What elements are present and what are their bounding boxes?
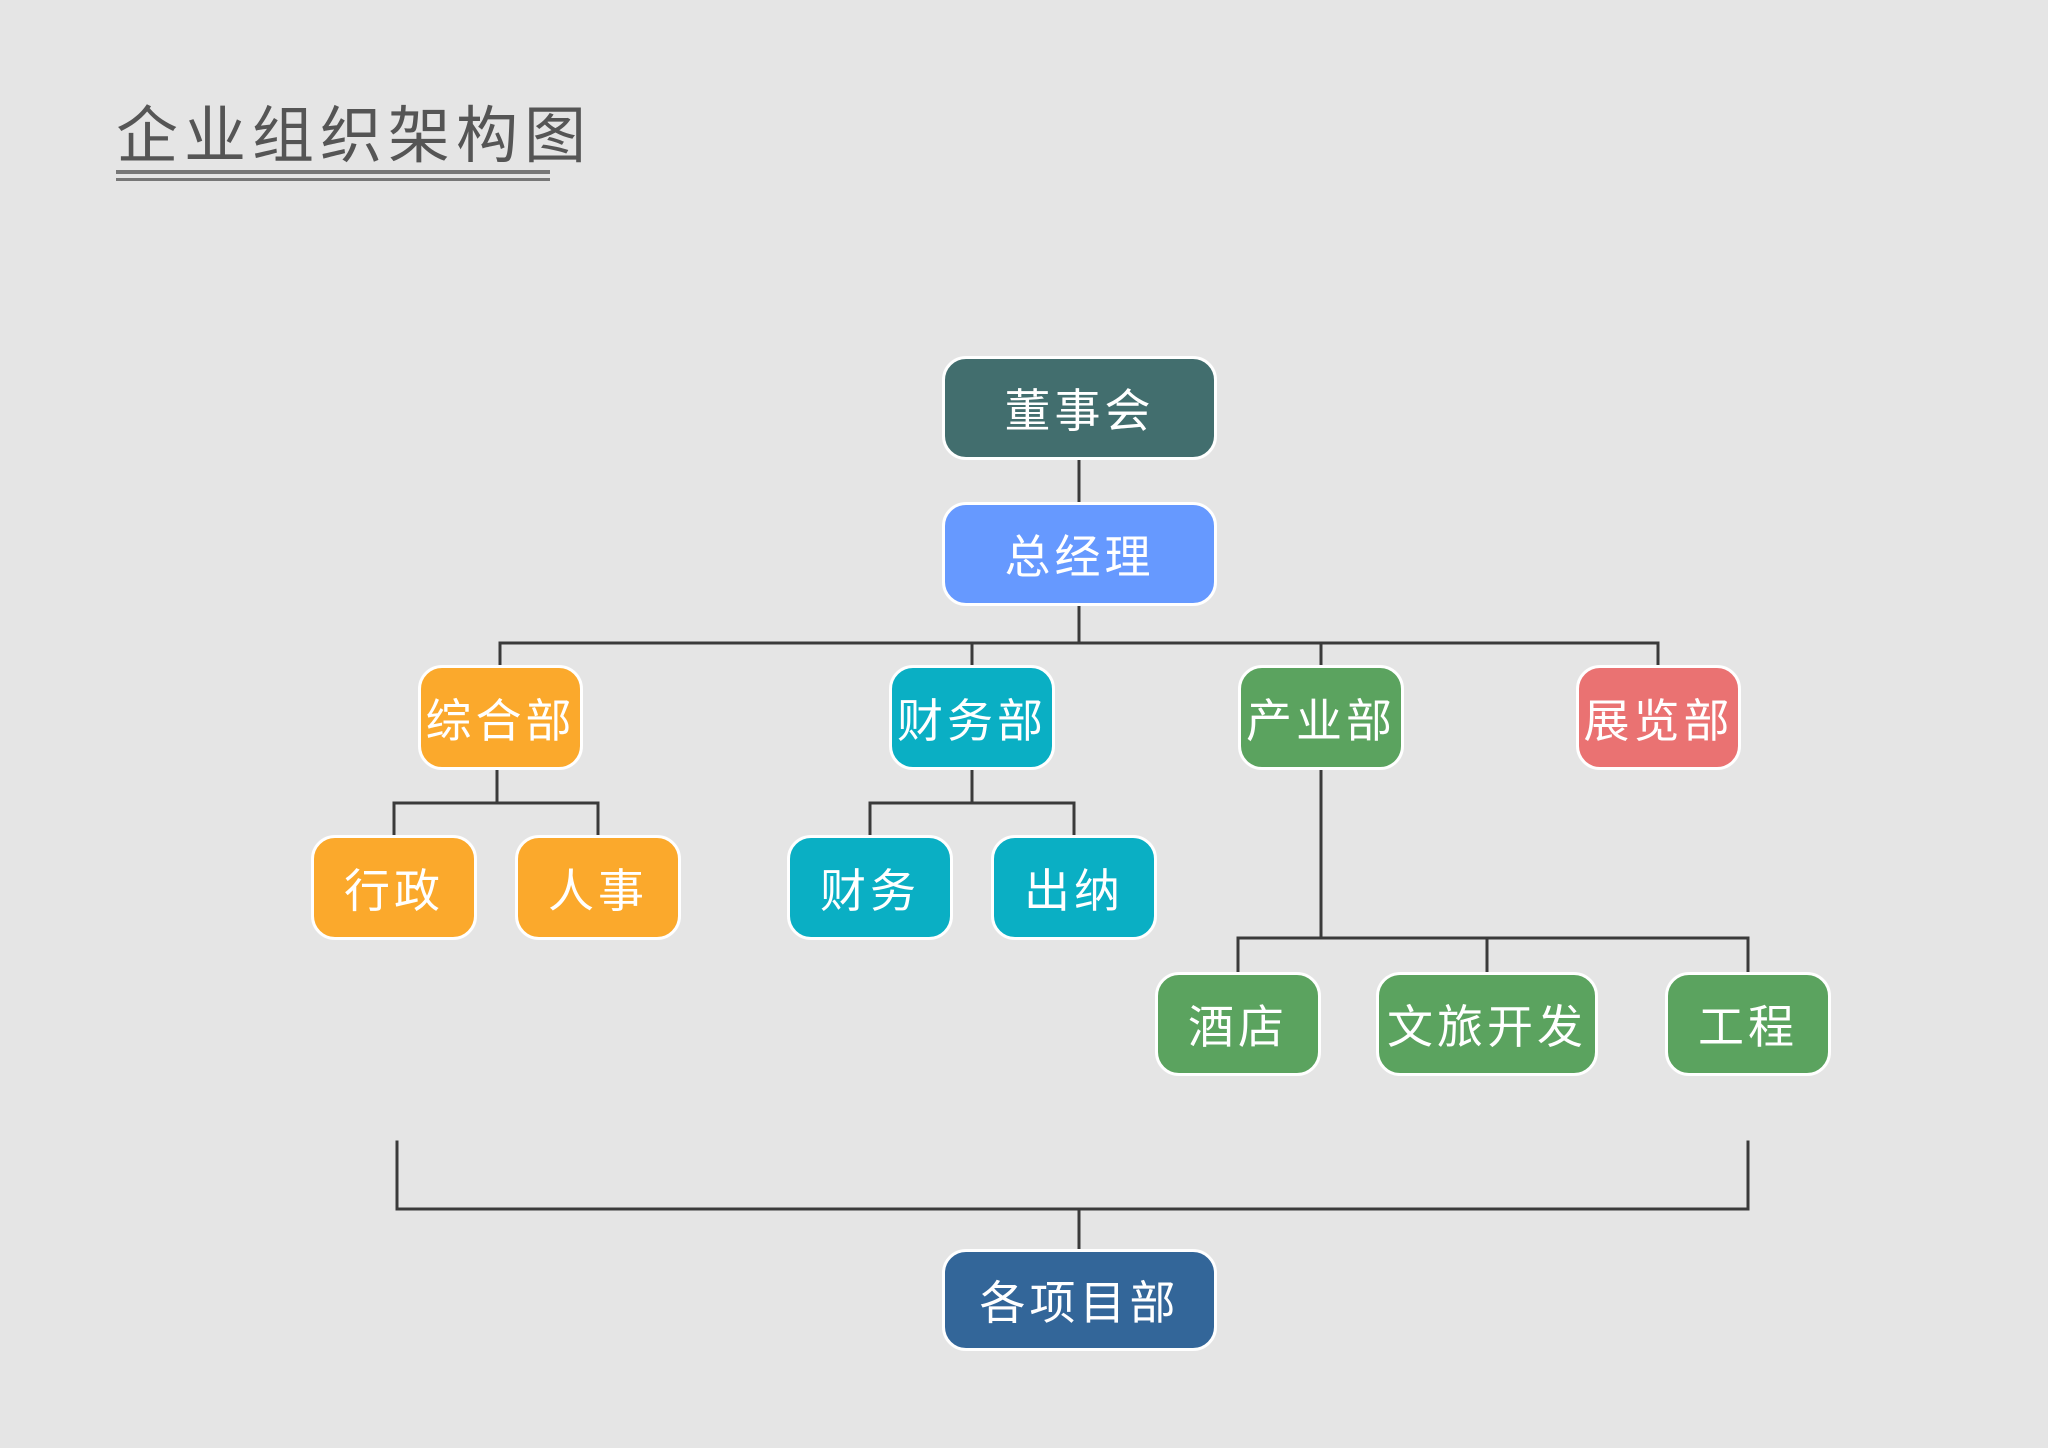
node-admin: 行政 xyxy=(311,835,477,940)
node-engineering: 工程 xyxy=(1665,972,1831,1076)
node-finance-dept: 财务部 xyxy=(889,665,1055,770)
title-underline xyxy=(116,170,550,174)
node-exhibition-dept: 展览部 xyxy=(1576,665,1741,770)
node-cashier: 出纳 xyxy=(991,835,1157,940)
page-title: 企业组织架构图 xyxy=(116,99,593,172)
node-general-manager: 总经理 xyxy=(942,502,1217,606)
node-finance: 财务 xyxy=(787,835,953,940)
node-hotel: 酒店 xyxy=(1155,972,1321,1076)
node-general-dept: 综合部 xyxy=(418,665,583,770)
node-industry-dept: 产业部 xyxy=(1238,665,1404,770)
node-tourism-dev: 文旅开发 xyxy=(1376,972,1598,1076)
node-projects: 各项目部 xyxy=(942,1249,1217,1351)
node-hr: 人事 xyxy=(515,835,681,940)
title-underline-second xyxy=(116,178,550,181)
node-board: 董事会 xyxy=(942,356,1217,460)
